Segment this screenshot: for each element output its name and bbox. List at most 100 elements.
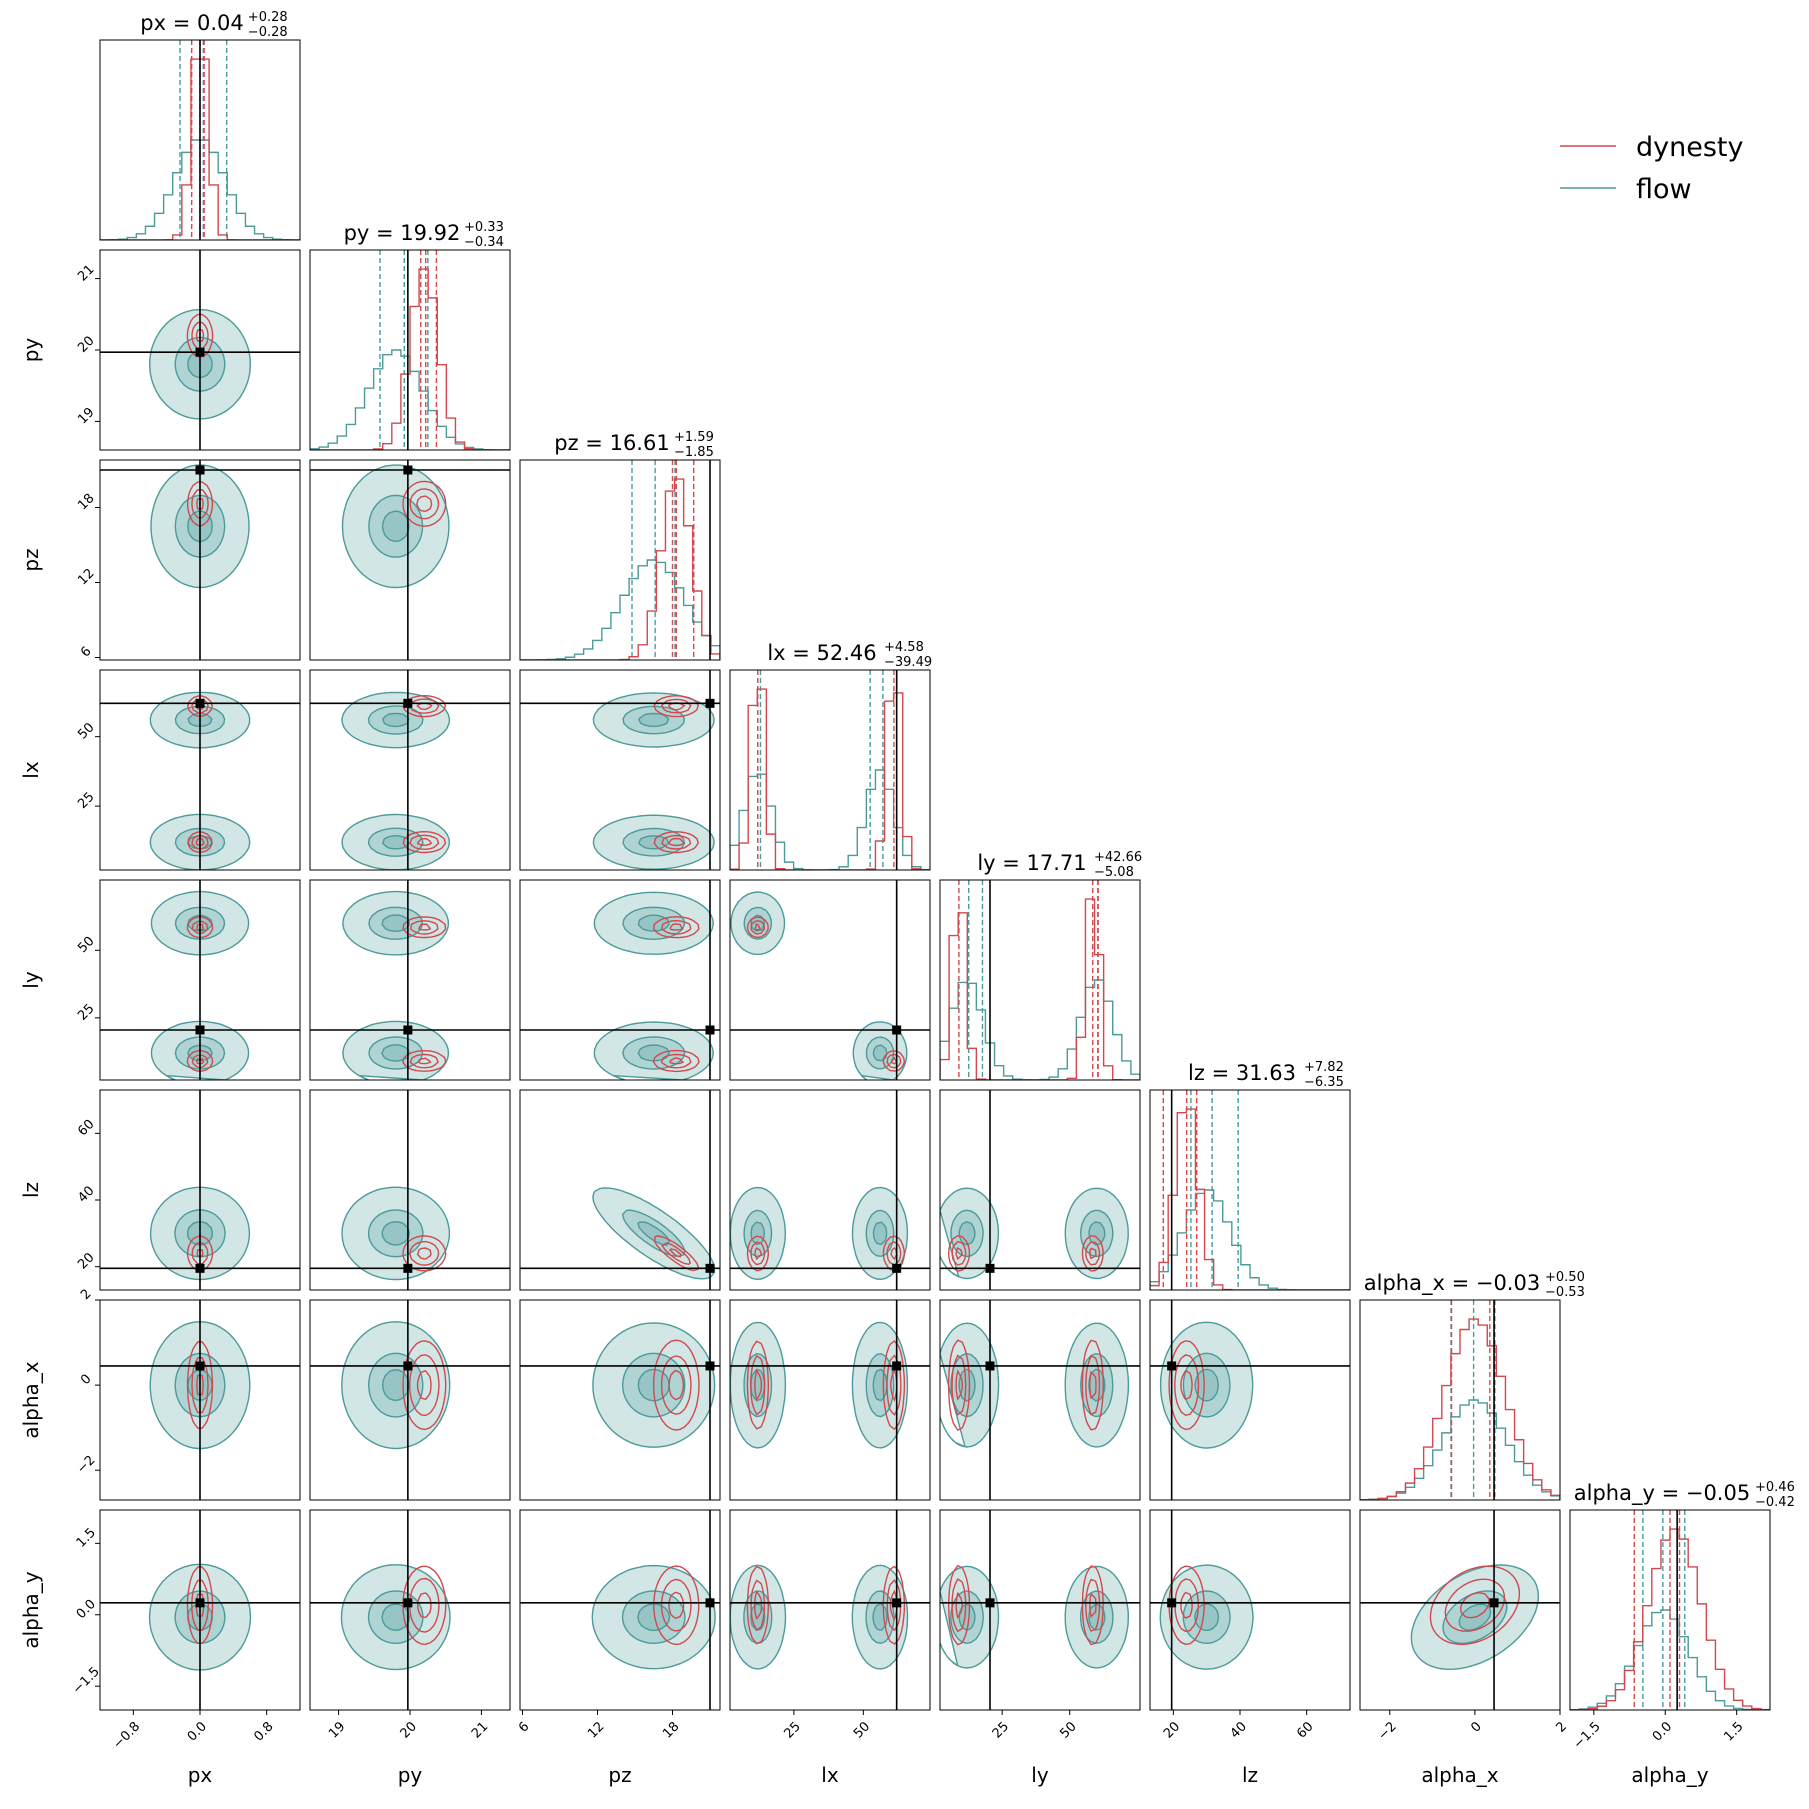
panel-content xyxy=(520,1510,720,1710)
panel-content xyxy=(100,460,300,660)
panel-ly-py xyxy=(309,879,511,1081)
y-tick-label: 0.0 xyxy=(74,1597,99,1622)
contour-line-dynesty xyxy=(186,1235,214,1272)
panel-frame xyxy=(99,669,301,871)
contour-fill-flow xyxy=(940,1643,943,1649)
panel-content xyxy=(100,880,300,1080)
x-tick-label: 6 xyxy=(516,1719,532,1735)
title-upper-error: +0.50 xyxy=(1545,1270,1585,1285)
contour-line-dynesty xyxy=(889,1368,898,1402)
contour-line-dynesty xyxy=(1089,1592,1097,1619)
y-axis-label-py: py xyxy=(19,338,43,363)
contour-fill-flow xyxy=(1064,1565,1130,1669)
contour-line-dynesty xyxy=(196,923,205,931)
panel-content xyxy=(100,1300,300,1500)
contour-line-dynesty xyxy=(661,919,692,935)
contour-line-dynesty xyxy=(660,1355,692,1415)
contour-line-dynesty xyxy=(418,923,432,931)
panel-content xyxy=(1570,1510,1770,1710)
x-axis-label-ly: ly xyxy=(1031,1763,1049,1787)
contour-line-dynesty xyxy=(1089,1370,1097,1400)
contour-line-dynesty xyxy=(1180,1369,1193,1401)
panel-content xyxy=(520,1090,720,1290)
contour-line-dynesty xyxy=(402,480,447,527)
panel-content xyxy=(1360,1510,1560,1710)
truth-marker xyxy=(985,1263,995,1273)
panel-frame xyxy=(939,879,1141,1081)
x-tick-label: 2 xyxy=(1553,1719,1569,1735)
panel-frame xyxy=(939,1509,1141,1711)
panel-lz-lz: lz = 31.63+7.82−6.35 xyxy=(1149,1060,1351,1291)
contour-line-dynesty xyxy=(746,1340,769,1430)
panel-frame xyxy=(729,669,931,871)
y-tick-label: 12 xyxy=(75,566,97,588)
panel-content xyxy=(730,670,930,870)
truth-marker xyxy=(1167,1598,1177,1608)
truth-marker xyxy=(892,1025,902,1035)
panel-frame xyxy=(99,249,301,451)
truth-marker xyxy=(403,465,413,475)
x-tick-label: −0.8 xyxy=(110,1719,143,1752)
panel-frame xyxy=(99,459,301,661)
title-upper-error: +0.28 xyxy=(248,10,288,25)
panel-lx-pz xyxy=(519,669,721,871)
contour-fill-flow xyxy=(730,1321,787,1449)
contour-line-dynesty xyxy=(660,1578,692,1632)
panel-px-px: px = 0.04+0.28−0.28 xyxy=(99,10,301,241)
truth-marker xyxy=(195,1361,205,1371)
contour-fill-flow xyxy=(851,1186,909,1281)
panel-alpha_x-ly xyxy=(939,1299,1141,1501)
x-tick-label: 19 xyxy=(326,1719,348,1741)
contour-line-dynesty xyxy=(402,1340,447,1431)
contour-line-dynesty xyxy=(661,1242,692,1265)
truth-marker xyxy=(705,1361,715,1371)
contour-fill-flow xyxy=(1194,1368,1219,1402)
title-upper-error: +0.46 xyxy=(1755,1480,1795,1495)
panel-alpha_x-alpha_x: alpha_x = −0.03+0.50−0.53 xyxy=(1359,1270,1585,1501)
y-tick-label: 20 xyxy=(75,334,97,356)
panel-frame xyxy=(99,39,301,241)
contour-line-dynesty xyxy=(195,838,205,846)
panel-content xyxy=(310,1300,510,1500)
truth-marker xyxy=(195,1263,205,1273)
x-tick-label: 50 xyxy=(1057,1719,1079,1741)
contour-line-dynesty xyxy=(746,1565,769,1645)
contour-line-dynesty xyxy=(191,835,209,850)
contour-fill-flow xyxy=(621,1209,686,1258)
panel-content xyxy=(310,1510,510,1710)
contour-line-dynesty xyxy=(750,1354,766,1416)
contour-fill-flow xyxy=(1159,1321,1254,1449)
contour-fill-flow xyxy=(1064,1322,1130,1448)
x-tick-label: 0.0 xyxy=(185,1719,210,1744)
title-upper-error: +0.33 xyxy=(464,220,504,235)
truth-marker xyxy=(195,347,205,357)
legend: dynesty flow xyxy=(1560,132,1743,205)
panel-frame xyxy=(519,1299,721,1501)
contour-line-dynesty xyxy=(951,1578,967,1633)
contour-line-dynesty xyxy=(402,830,447,854)
contour-line-dynesty xyxy=(653,694,700,718)
panel-frame xyxy=(99,1089,301,1291)
y-axis-label-ly: ly xyxy=(19,971,43,989)
x-tick-label: −2 xyxy=(1376,1719,1400,1743)
contour-line-dynesty xyxy=(416,1370,432,1400)
contour-fill-flow xyxy=(872,1221,888,1246)
contour-line-dynesty xyxy=(669,1057,685,1065)
hist-flow xyxy=(1360,1399,1560,1500)
contour-fill-flow xyxy=(950,1209,984,1258)
contour-line-dynesty xyxy=(660,1053,692,1069)
contour-line-dynesty xyxy=(1085,1241,1101,1266)
y-tick-label: 25 xyxy=(75,1001,97,1023)
panel-lz-pz xyxy=(519,1089,721,1291)
contour-line-dynesty xyxy=(1429,1565,1521,1646)
panel-title-px: px = 0.04 xyxy=(140,11,243,35)
panel-content xyxy=(100,670,300,870)
panel-alpha_x-pz xyxy=(519,1299,721,1501)
x-axis-label-pz: pz xyxy=(608,1763,631,1787)
contour-fill-flow xyxy=(368,906,424,940)
x-axis-label-alpha_x: alpha_x xyxy=(1421,1763,1498,1787)
